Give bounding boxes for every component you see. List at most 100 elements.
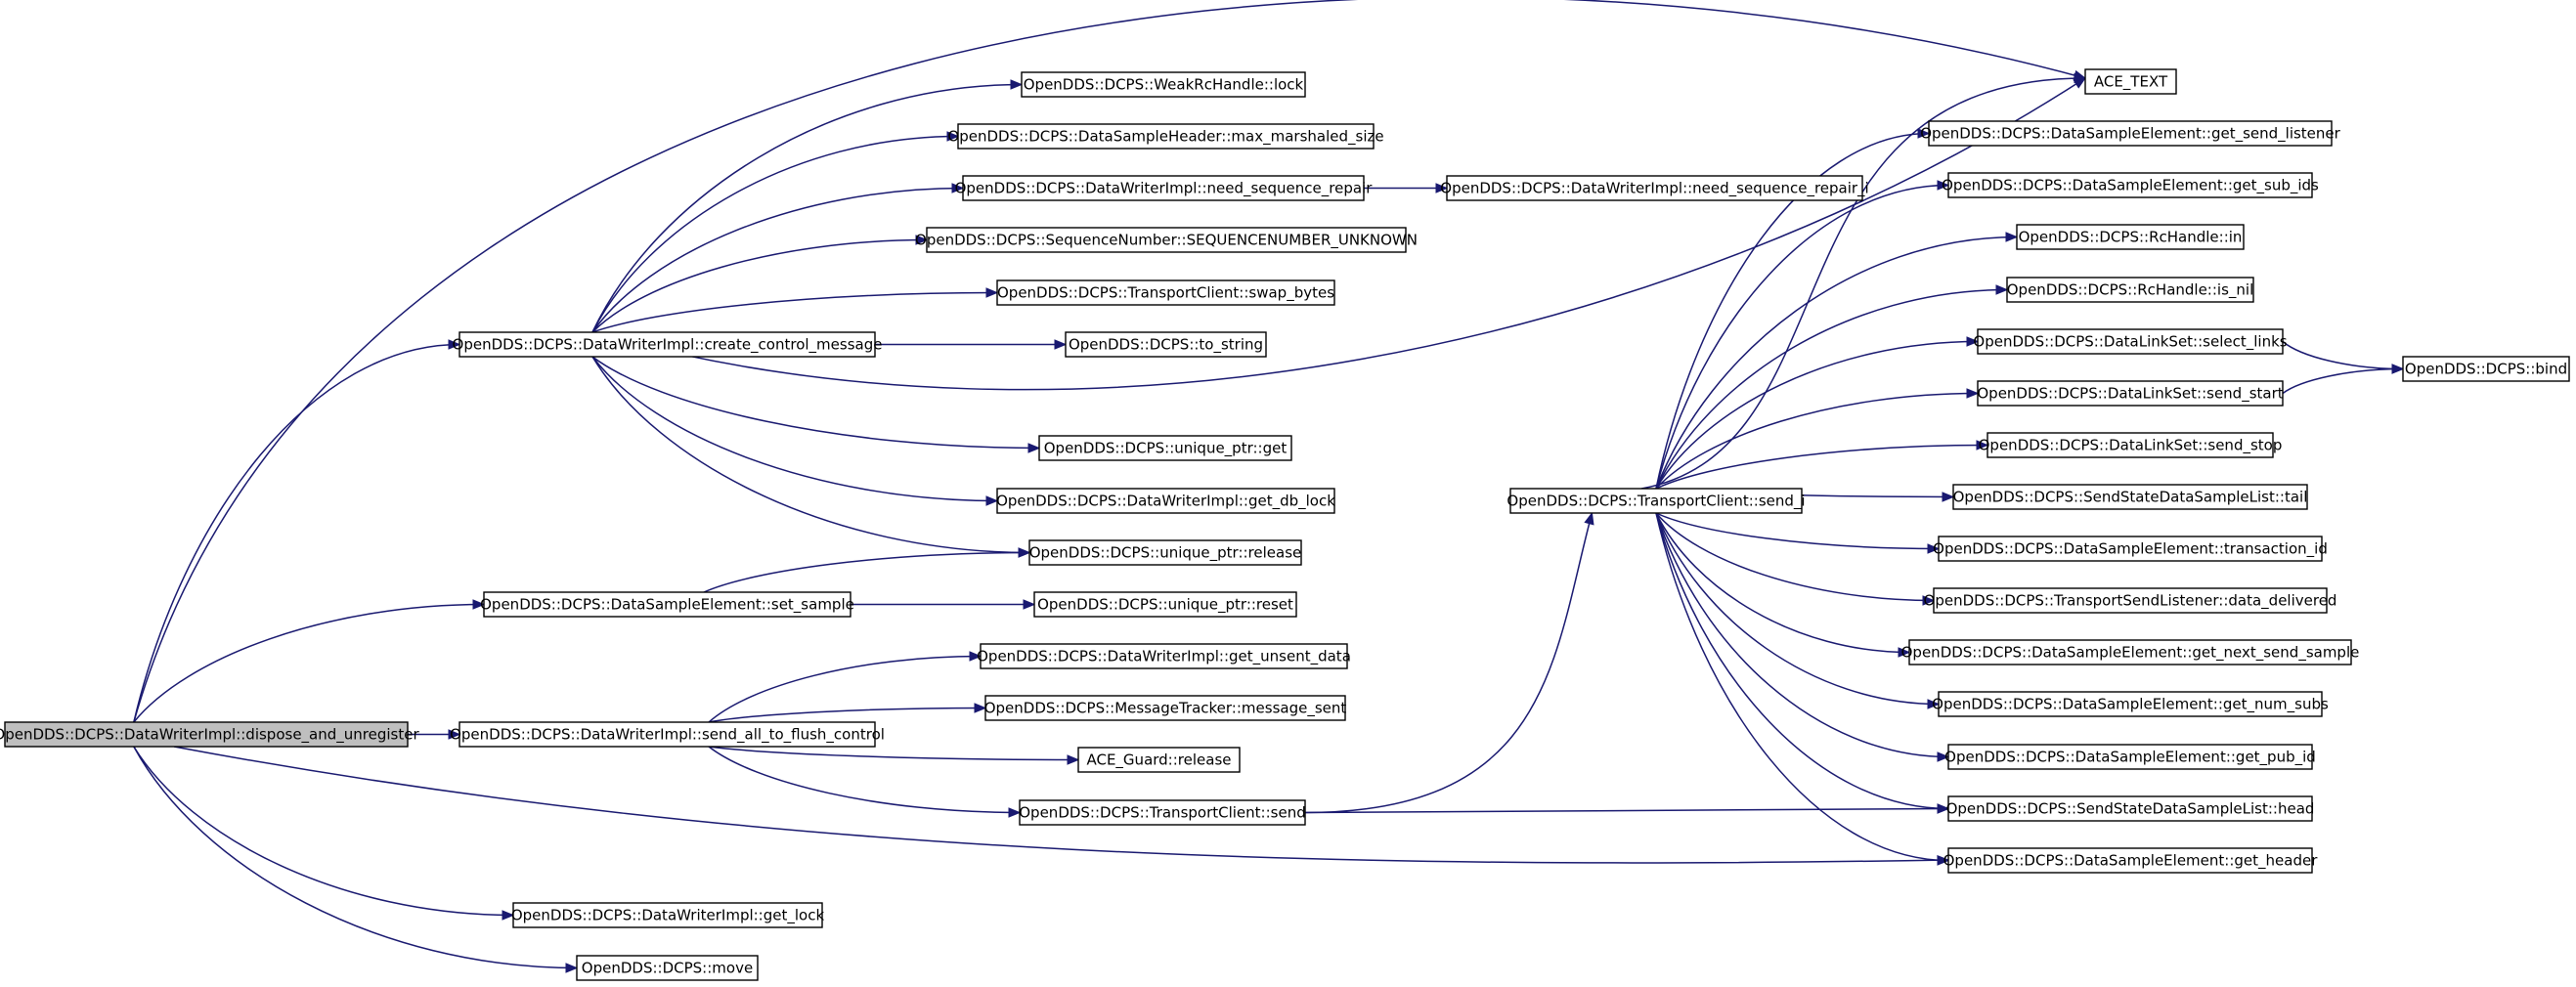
node-box	[1446, 175, 1863, 201]
node-label: OpenDDS::DCPS::DataWriterImpl::dispose_a…	[0, 726, 419, 745]
node-get-num-subs[interactable]: OpenDDS::DCPS::DataSampleElement::get_nu…	[1932, 691, 2329, 717]
node-list-head[interactable]: OpenDDS::DCPS::SendStateDataSampleList::…	[1946, 795, 2315, 822]
node-label: OpenDDS::DCPS::DataSampleElement::get_pu…	[1944, 749, 2316, 767]
node-label: OpenDDS::DCPS::DataLinkSet::send_start	[1977, 385, 2283, 404]
edge-create_control_message-to-seq_unknown	[591, 235, 929, 333]
node-transaction-id[interactable]: OpenDDS::DCPS::DataSampleElement::transa…	[1933, 536, 2328, 562]
node-get-pub-id[interactable]: OpenDDS::DCPS::DataSampleElement::get_pu…	[1944, 744, 2316, 770]
node-rc-is-nil[interactable]: OpenDDS::DCPS::RcHandle::is_nil	[2006, 277, 2254, 303]
node-label: OpenDDS::DCPS::unique_ptr::reset	[1037, 596, 1293, 615]
node-label: ACE_Guard::release	[1086, 751, 1231, 770]
node-label: OpenDDS::DCPS::MessageTracker::message_s…	[984, 700, 1347, 718]
node-box	[980, 643, 1348, 669]
edge-arrowhead	[915, 235, 929, 245]
node-box	[1019, 799, 1306, 826]
node-send-i[interactable]: OpenDDS::DCPS::TransportClient::send_i	[1506, 488, 1806, 514]
edge-arrowhead	[1008, 807, 1022, 818]
node-uptr-reset[interactable]: OpenDDS::DCPS::unique_ptr::reset	[1033, 591, 1297, 618]
node-get-sub-ids[interactable]: OpenDDS::DCPS::DataSampleElement::get_su…	[1942, 172, 2319, 198]
node-bind[interactable]: OpenDDS::DCPS::bind	[2402, 356, 2570, 382]
edge-send_i-to-get_next_send_sample	[1655, 512, 1911, 658]
node-get-unsent-data[interactable]: OpenDDS::DCPS::DataWriterImpl::get_unsen…	[977, 643, 1351, 669]
edge-line	[1655, 340, 1979, 490]
node-uptr-get[interactable]: OpenDDS::DCPS::unique_ptr::get	[1038, 435, 1292, 461]
edge-tc_send-to-send_i	[1304, 511, 1594, 814]
node-label: OpenDDS::DCPS::DataWriterImpl::need_sequ…	[955, 180, 1374, 198]
edge-line	[591, 83, 1023, 333]
edge-line	[708, 655, 982, 723]
node-create-control-message[interactable]: OpenDDS::DCPS::DataWriterImpl::create_co…	[453, 331, 883, 358]
edge-line	[1304, 807, 1949, 814]
node-get-header[interactable]: OpenDDS::DCPS::DataSampleElement::get_he…	[1943, 847, 2319, 874]
edge-line	[591, 77, 2086, 391]
edge-line	[1655, 132, 1930, 490]
node-message-sent[interactable]: OpenDDS::DCPS::MessageTracker::message_s…	[984, 695, 1347, 721]
edge-create_control_message-to-weak_lock	[591, 79, 1024, 333]
edge-create_control_message-to-need_sequence_repair	[591, 183, 965, 333]
node-box	[458, 721, 876, 748]
edge-line	[703, 551, 1030, 593]
node-label: OpenDDS::DCPS::TransportClient::send_i	[1506, 493, 1805, 511]
node-move[interactable]: OpenDDS::DCPS::move	[576, 955, 759, 981]
edge-send_i-to-rc_in	[1655, 232, 2019, 490]
node-box	[1077, 747, 1241, 773]
edge-send_i-to-get_pub_id	[1655, 512, 1950, 762]
edge-line	[591, 187, 964, 333]
edge-arrowhead	[472, 599, 486, 610]
node-get-db-lock[interactable]: OpenDDS::DCPS::DataWriterImpl::get_db_lo…	[996, 488, 1335, 514]
edge-arrowhead	[2005, 232, 2019, 242]
edge-arrowhead	[1937, 180, 1950, 191]
edge-send_i-to-ace_text	[1640, 72, 2087, 490]
node-dispose-and-unregister[interactable]: OpenDDS::DCPS::DataWriterImpl::dispose_a…	[0, 721, 419, 748]
node-ace-text[interactable]: ACE_TEXT	[2084, 68, 2177, 95]
edge-arrowhead	[951, 183, 965, 193]
edge-line	[1304, 512, 1594, 814]
node-data-delivered[interactable]: OpenDDS::DCPS::TransportSendListener::da…	[1924, 587, 2337, 614]
node-weak-lock[interactable]: OpenDDS::DCPS::WeakRcHandle::lock	[1021, 71, 1306, 98]
node-label: OpenDDS::DCPS::DataSampleElement::get_ne…	[1901, 644, 2360, 663]
edge-line	[708, 707, 986, 723]
node-send-stop[interactable]: OpenDDS::DCPS::DataLinkSet::send_stop	[1979, 432, 2283, 458]
edge-create_control_message-to-uptr_get	[591, 356, 1041, 453]
edge-set_sample-to-uptr_reset	[851, 599, 1036, 610]
edge-arrowhead	[2391, 364, 2405, 374]
node-box	[576, 955, 759, 981]
node-list-tail[interactable]: OpenDDS::DCPS::SendStateDataSampleList::…	[1952, 484, 2308, 510]
node-label: OpenDDS::DCPS::TransportSendListener::da…	[1924, 592, 2337, 611]
edge-arrowhead	[985, 287, 999, 298]
node-max-marshaled-size[interactable]: OpenDDS::DCPS::DataSampleHeader::max_mar…	[947, 123, 1384, 150]
node-box	[996, 279, 1335, 306]
node-get-next-send-sample[interactable]: OpenDDS::DCPS::DataSampleElement::get_ne…	[1901, 639, 2360, 665]
node-uptr-release[interactable]: OpenDDS::DCPS::unique_ptr::release	[1028, 539, 1302, 566]
edge-need_sequence_repair-to-need_sequence_repair_i	[1364, 183, 1449, 193]
node-get-send-listener[interactable]: OpenDDS::DCPS::DataSampleElement::get_se…	[1920, 120, 2341, 147]
node-send-all-to-flush-control[interactable]: OpenDDS::DCPS::DataWriterImpl::send_all_…	[450, 721, 885, 748]
edge-line	[591, 135, 959, 333]
node-tc-send[interactable]: OpenDDS::DCPS::TransportClient::send	[1019, 799, 1306, 826]
node-to-string[interactable]: OpenDDS::DCPS::to_string	[1065, 331, 1267, 358]
edge-send_i-to-get_num_subs	[1655, 512, 1941, 709]
node-seq-unknown[interactable]: OpenDDS::DCPS::SequenceNumber::SEQUENCEN…	[915, 227, 1418, 253]
node-need-sequence-repair[interactable]: OpenDDS::DCPS::DataWriterImpl::need_sequ…	[955, 175, 1374, 201]
edge-send_i-to-data_delivered	[1655, 512, 1936, 606]
edge-line	[1655, 236, 2018, 490]
edge-arrowhead	[1942, 492, 1955, 502]
edge-arrowhead	[1995, 284, 2009, 295]
edge-send_i-to-transaction_id	[1655, 512, 1941, 554]
edge-line	[591, 356, 1030, 554]
edge-send_i-to-get_sub_ids	[1655, 180, 1950, 490]
node-select-links[interactable]: OpenDDS::DCPS::DataLinkSet::select_links	[1973, 328, 2288, 355]
node-send-start[interactable]: OpenDDS::DCPS::DataLinkSet::send_start	[1977, 380, 2284, 407]
node-ace-guard-release[interactable]: ACE_Guard::release	[1077, 747, 1241, 773]
node-get-lock[interactable]: OpenDDS::DCPS::DataWriterImpl::get_lock	[511, 902, 825, 928]
node-need-sequence-repair-i[interactable]: OpenDDS::DCPS::DataWriterImpl::need_sequ…	[1440, 175, 1869, 201]
node-set-sample[interactable]: OpenDDS::DCPS::DataSampleElement::set_sa…	[480, 591, 854, 618]
edge-send_i-to-list_head	[1655, 512, 1950, 814]
node-label: OpenDDS::DCPS::SequenceNumber::SEQUENCEN…	[915, 232, 1418, 250]
node-rc-in[interactable]: OpenDDS::DCPS::RcHandle::in	[2016, 224, 2245, 250]
edge-arrowhead	[565, 963, 579, 973]
node-box	[1033, 591, 1297, 618]
node-swap-bytes[interactable]: OpenDDS::DCPS::TransportClient::swap_byt…	[996, 279, 1335, 306]
edge-arrowhead	[448, 339, 461, 350]
edge-arrowhead	[1018, 547, 1031, 558]
